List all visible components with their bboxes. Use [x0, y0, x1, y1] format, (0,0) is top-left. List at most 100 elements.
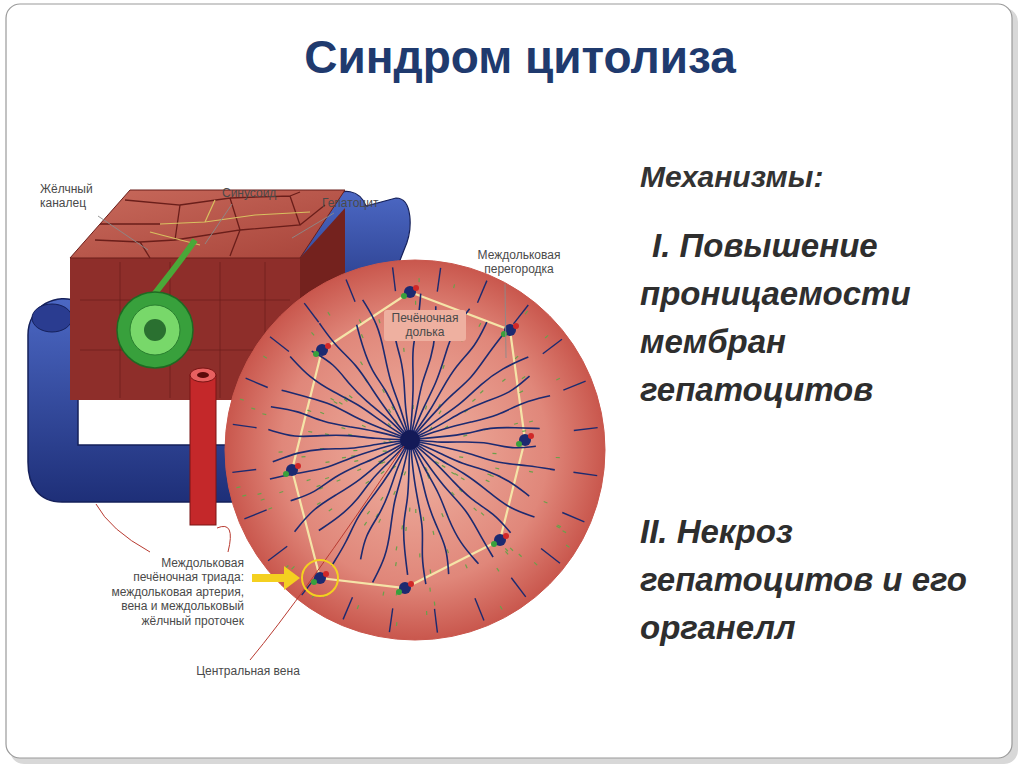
sinusoid-dot: [354, 460, 358, 462]
triad-highlight: [302, 560, 338, 596]
sinusoid-dot: [381, 497, 383, 500]
vein-branch: [563, 381, 585, 390]
sinusoid-dot: [258, 493, 262, 494]
sinusoid-dot: [545, 335, 548, 338]
sinusoid-dot: [308, 431, 312, 433]
sinusoid-dot: [474, 508, 477, 511]
sinusoid-dot: [317, 485, 321, 486]
sinusoid-dot: [544, 502, 548, 503]
sinusoid-dot: [426, 406, 427, 410]
sinusoid-dot: [502, 379, 505, 381]
sinusoid-dot: [268, 508, 272, 509]
sinusoid-dot: [463, 435, 467, 436]
portal-triad: [311, 571, 329, 585]
sinusoid-dot: [395, 562, 397, 566]
vein-branch: [574, 428, 598, 431]
mechanism-item: I. Повышение проницаемости мембран гепат…: [640, 222, 985, 413]
sinusoid-dot: [505, 548, 508, 551]
bile-canaliculi: [150, 200, 310, 245]
lobule-disc: [225, 260, 605, 640]
sinusoid-dot: [415, 509, 416, 513]
part-label: Междольковая перегородка: [460, 248, 578, 277]
triad-artery: [413, 285, 419, 291]
triad-artery: [528, 433, 534, 439]
sinusoid-dot: [361, 334, 363, 338]
artery-opening: [190, 368, 216, 382]
sinusoid-dot: [525, 311, 528, 314]
leader-line: [205, 204, 232, 244]
vein-branch: [273, 441, 402, 462]
vein-branch: [514, 305, 529, 324]
portal-triad: [313, 343, 331, 357]
sinusoid-dot: [515, 356, 518, 359]
sinusoid-dot: [418, 278, 419, 282]
portal-triad: [401, 285, 419, 299]
sinusoid-dot: [396, 546, 398, 550]
vein-branch: [434, 609, 437, 633]
sinusoid-dot: [360, 362, 362, 365]
sinusoid-dot: [566, 545, 569, 547]
sinusoid-dot: [534, 562, 537, 565]
triad-duct: [311, 579, 317, 585]
vein-branch: [244, 510, 266, 519]
vein-branch: [389, 608, 392, 632]
sinusoid-dot: [236, 486, 240, 488]
sinusoid-dot: [497, 568, 499, 571]
hepatocyte-outlines: [95, 192, 325, 258]
sinusoid-dot: [325, 478, 329, 479]
triad-duct: [283, 471, 289, 477]
sinusoid-dot: [505, 551, 508, 554]
sinusoid-dot: [522, 430, 526, 432]
vein-branch: [312, 351, 404, 434]
sinusoid-dot: [262, 413, 266, 415]
bile-duct: [117, 292, 193, 368]
sinusoid-dot: [442, 465, 445, 467]
sinusoid-dot: [426, 611, 427, 615]
part-label: Жёлчный каналец: [40, 182, 114, 211]
vein-branch: [332, 447, 406, 566]
sinusoid-dot: [317, 503, 320, 505]
sinusoid-dot: [326, 461, 330, 463]
sinusoid-dot: [307, 410, 311, 411]
vein-branch: [412, 448, 448, 575]
leader-line: [96, 504, 150, 552]
vein-branch: [343, 597, 352, 619]
sinusoid-dot: [328, 312, 330, 315]
sinusoid-dot: [409, 508, 411, 512]
sinusoid-dot: [472, 399, 475, 402]
sinusoid-dot: [480, 391, 483, 394]
sinusoid-dot: [486, 480, 490, 482]
block-top: [70, 190, 345, 258]
sinusoid-dot: [405, 527, 407, 531]
sinusoid-dot: [349, 395, 352, 398]
vein-branch: [304, 303, 318, 322]
pointer-arrow: [252, 566, 300, 590]
sinusoid-dot: [362, 425, 366, 427]
sinusoid-dot: [563, 531, 567, 533]
vein-branch: [233, 424, 257, 427]
sinusoid-dot: [466, 565, 468, 569]
part-label: Междольковая печёночная триада: междольк…: [98, 556, 244, 628]
triad-artery: [503, 533, 509, 539]
sinusoid-dot: [529, 471, 533, 473]
vein-branch: [346, 279, 355, 301]
sinusoid-dot: [519, 554, 522, 557]
sinusoid-dot: [357, 469, 361, 470]
vein-branch: [415, 335, 502, 434]
sinusoid-dot: [479, 323, 481, 327]
sinusoid-dot: [495, 467, 499, 469]
vein-branch: [511, 578, 525, 597]
sinusoid-dot: [415, 301, 416, 305]
leader-line: [505, 284, 506, 358]
sinusoid-dot: [510, 548, 513, 551]
sinusoid-dot: [337, 480, 341, 481]
vein-branch: [416, 445, 511, 532]
sinusoid-dot: [301, 456, 305, 457]
leader-line: [217, 526, 230, 552]
sinusoid-dot: [396, 622, 398, 626]
sinusoid-dot: [434, 602, 436, 606]
sinusoid-dot: [342, 457, 346, 459]
vein-branch: [270, 337, 289, 352]
